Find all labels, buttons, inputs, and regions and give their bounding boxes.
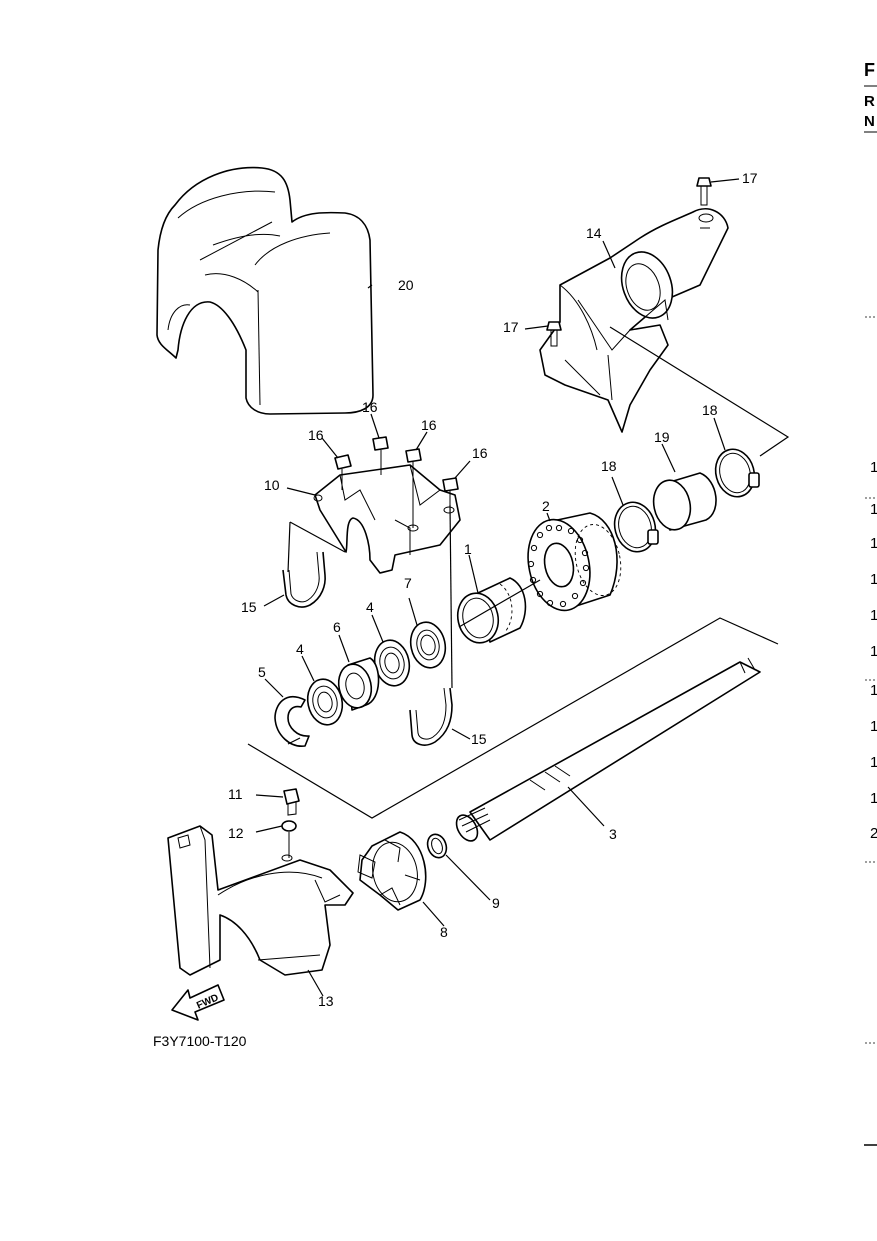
callout-18-a: 18 [601, 458, 617, 474]
part-18-clamp-a [613, 501, 659, 553]
part-4-seal-lower [306, 678, 344, 726]
fwd-arrow-icon [171, 984, 225, 1021]
part-7-seal [409, 621, 447, 669]
callout-16-a: 16 [308, 427, 324, 443]
edge-num-3: 1 [870, 535, 877, 552]
part-16-nut-a [334, 454, 352, 490]
callout-11: 11 [228, 786, 243, 802]
callout-2: 2 [542, 498, 550, 514]
callout-4-lower: 4 [296, 641, 304, 657]
part-3-drive-shaft [455, 657, 761, 842]
edge-header-n: N [864, 113, 875, 130]
figure-code: F3Y7100-T120 [153, 1033, 247, 1049]
callout-13: 13 [318, 993, 334, 1009]
callout-6: 6 [333, 619, 341, 635]
edge-num-1: 1 [870, 459, 877, 476]
assembly-lines [247, 178, 790, 997]
callout-16-b: 16 [362, 399, 378, 415]
edge-num-9: 1 [870, 754, 877, 771]
part-18-clamp-b [714, 448, 760, 498]
part-1-sleeve [456, 577, 527, 644]
part-13-lower-bracket [167, 825, 354, 976]
part-2-damper [527, 512, 622, 612]
part-10-housing [313, 464, 461, 574]
part-6-bearing [337, 657, 380, 711]
edge-num-7: 1 [870, 682, 877, 699]
callout-15-lower: 15 [471, 731, 487, 747]
callout-8: 8 [440, 924, 448, 940]
callout-5: 5 [258, 664, 266, 680]
callout-9: 9 [492, 895, 500, 911]
right-edge-column: F R N 1 1 1 1 1 1 1 1 1 1 2 [864, 60, 877, 1146]
part-16-nut-c [405, 448, 422, 528]
edge-num-11: 2 [870, 825, 877, 842]
part-17-bolt-left [546, 321, 562, 347]
part-15-ubolt-upper [282, 551, 326, 608]
callout-19: 19 [654, 429, 670, 445]
callout-20: 20 [398, 277, 414, 293]
part-19-hose [652, 472, 717, 531]
edge-num-6: 1 [870, 643, 877, 660]
callout-17-top: 17 [742, 170, 758, 186]
part-16-nut-d [442, 477, 459, 510]
edge-header-f: F [864, 60, 875, 80]
part-15-ubolt-lower [409, 687, 453, 746]
callout-12: 12 [228, 825, 244, 841]
edge-num-10: 1 [870, 790, 877, 807]
edge-num-2: 1 [870, 501, 877, 518]
part-5-circlip [274, 695, 310, 747]
callout-4-upper: 4 [366, 599, 374, 615]
part-17-bolt-top [696, 177, 712, 206]
callout-15-upper: 15 [241, 599, 257, 615]
callout-16-c: 16 [421, 417, 437, 433]
part-16-nut-b [372, 436, 389, 475]
edge-header-r: R [864, 93, 875, 110]
part-20-cover [156, 166, 374, 415]
callout-17-left: 17 [503, 319, 519, 335]
callout-16-d: 16 [472, 445, 488, 461]
callout-3: 3 [609, 826, 617, 842]
edge-num-8: 1 [870, 718, 877, 735]
callout-14: 14 [586, 225, 602, 241]
callout-7: 7 [404, 575, 412, 591]
part-9-washer [426, 833, 448, 859]
part-8-coupler [357, 831, 427, 911]
part-11-bolt [283, 788, 300, 816]
part-14-bracket [539, 208, 729, 433]
edge-num-4: 1 [870, 571, 877, 588]
callout-10: 10 [264, 477, 280, 493]
edge-num-5: 1 [870, 607, 877, 624]
part-12-washer [281, 820, 297, 858]
callout-1: 1 [464, 541, 472, 557]
callout-18-b: 18 [702, 402, 718, 418]
